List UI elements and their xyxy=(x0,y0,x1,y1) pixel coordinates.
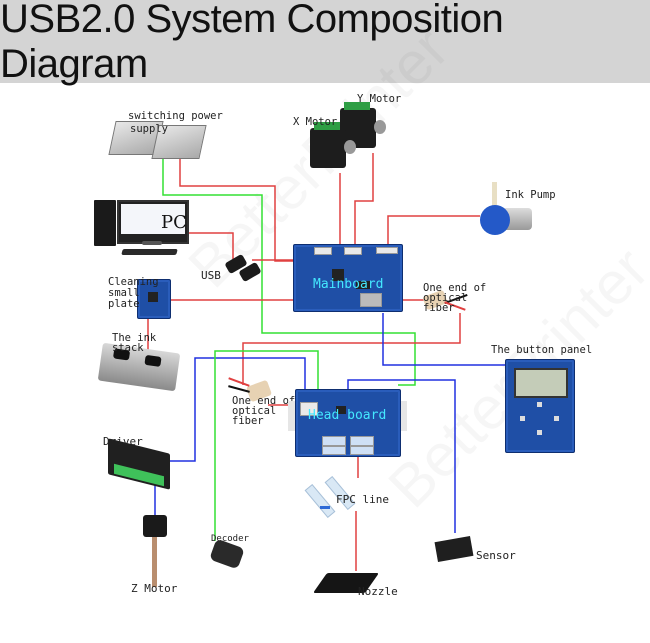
cleaning-plate-board xyxy=(137,279,171,319)
wire-pc-usb xyxy=(180,232,234,259)
y-motor-image xyxy=(340,102,386,148)
x-motor-label: X Motor xyxy=(293,116,338,128)
title-bar: USB2.0 System Composition Diagram xyxy=(0,0,650,86)
fpc-line-label: FPC line xyxy=(336,493,389,506)
pc-keyboard xyxy=(121,249,178,255)
switching-power-label-line1: switching power xyxy=(128,110,223,122)
monitor-stand xyxy=(142,241,162,245)
sensor-label: Sensor xyxy=(476,549,516,562)
nozzle-label: Nozzle xyxy=(358,585,398,598)
z-motor-rod xyxy=(152,537,157,587)
head-board-label: Head board xyxy=(308,408,387,423)
wire-fiber-fiber xyxy=(242,313,461,385)
pc-tower xyxy=(94,200,116,246)
wire-y-motor xyxy=(354,153,374,245)
cleaning-plate-label-line1: Cleaning xyxy=(108,276,159,288)
ink-pump-head xyxy=(480,205,510,235)
button-panel-label: The button panel xyxy=(491,344,593,356)
pc-label: PC xyxy=(161,212,187,233)
wire-driver-head xyxy=(165,357,306,462)
switching-power-label-line2: supply xyxy=(130,123,168,135)
usb-label: USB xyxy=(201,269,221,282)
ink-stack-label-line1: The ink xyxy=(112,332,157,344)
diagram-title: USB2.0 System Composition Diagram xyxy=(0,0,504,86)
wiring-diagram xyxy=(147,153,507,571)
y-motor-label: Y Motor xyxy=(357,93,402,105)
mainboard-pcb xyxy=(293,244,403,312)
ink-pump-label: Ink Pump xyxy=(505,189,556,201)
ink-stack-label-line2: stack xyxy=(112,342,144,354)
wire-decoder-head xyxy=(214,350,319,541)
wire-psu-green xyxy=(162,153,416,386)
decoder-label: Decoder xyxy=(211,534,249,544)
wire-head-sensor xyxy=(347,379,456,533)
optical-fiber-main-label-line1: One end of xyxy=(423,282,487,294)
z-motor-body xyxy=(143,515,167,537)
z-motor-label: Z Motor xyxy=(131,582,178,595)
ink-pump-tube xyxy=(492,182,497,212)
driver-label: Driver xyxy=(103,435,143,448)
optical-fiber-main-label-line2: optical xyxy=(423,292,468,304)
cleaning-plate-label-line3: plate xyxy=(108,298,140,310)
wire-main-button-panel xyxy=(382,313,507,366)
head-board-pcb xyxy=(295,389,401,457)
x-motor-image xyxy=(310,122,356,168)
optical-fiber-main-label-line3: fiber xyxy=(423,302,455,314)
button-panel-board xyxy=(505,359,575,453)
diagram-canvas: BetterPrinter BetterPrinter xyxy=(0,83,650,643)
optical-fiber-head-label-line3: fiber xyxy=(232,415,264,427)
fpc-line-tip xyxy=(320,506,330,509)
wire-ink-pump xyxy=(387,215,480,245)
pc-monitor: PC xyxy=(117,200,189,244)
wire-psu-red xyxy=(179,153,295,262)
button-panel-lcd xyxy=(514,368,568,398)
optical-fiber-head-label-line2: optical xyxy=(232,405,277,417)
mainboard-label: Mainboard xyxy=(313,277,384,292)
cleaning-plate-label-line2: small xyxy=(108,287,140,299)
